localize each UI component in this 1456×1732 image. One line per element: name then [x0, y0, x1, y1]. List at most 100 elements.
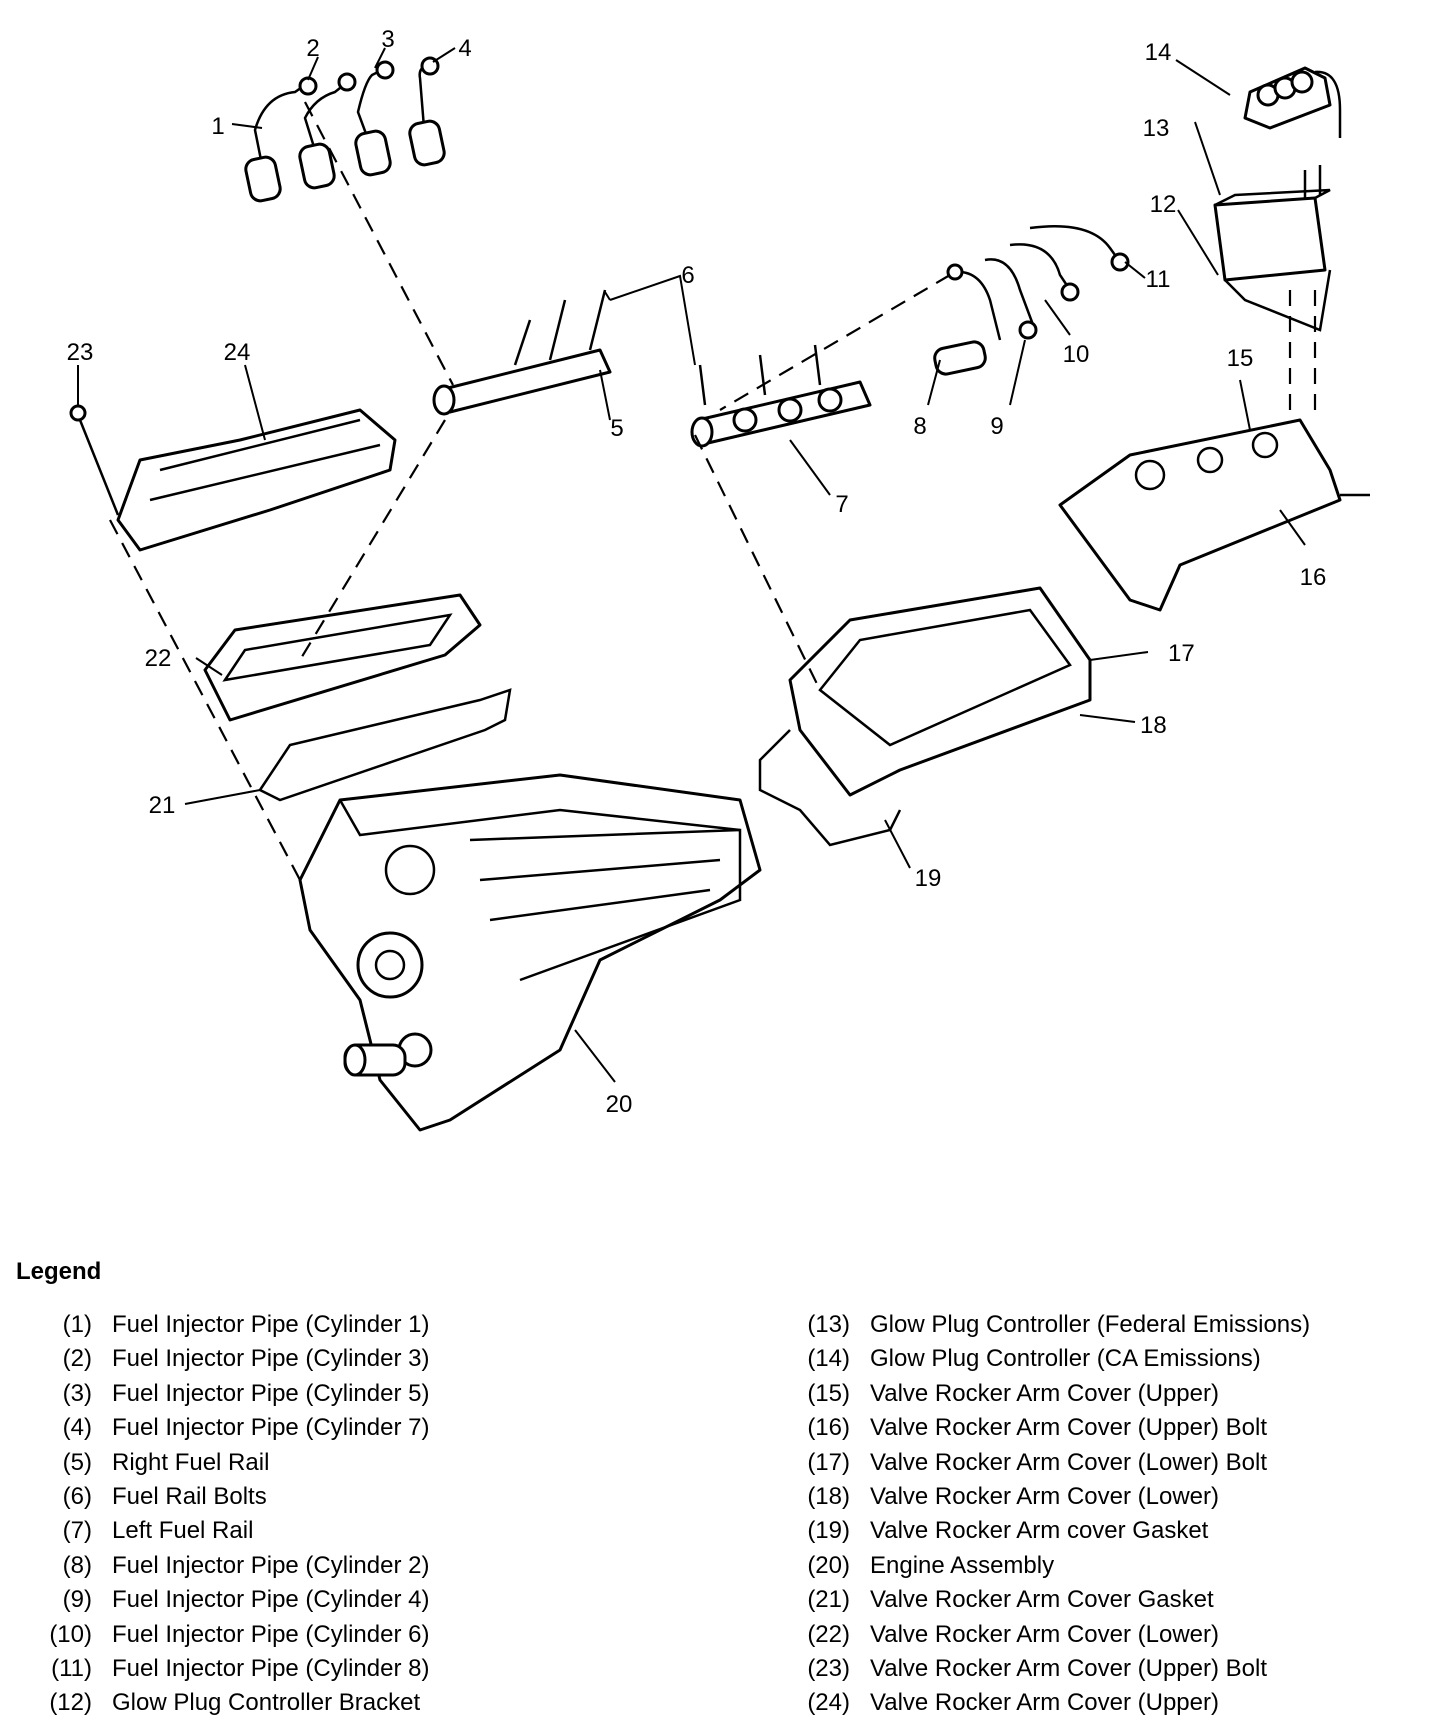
callout-2: 2: [306, 35, 319, 62]
legend-item-number: (18): [807, 1482, 850, 1510]
legend-item-number: (3): [62, 1379, 92, 1407]
legend-item-label: Glow Plug Controller (Federal Emissions): [870, 1311, 1311, 1338]
legend-item-number: (5): [62, 1448, 92, 1476]
injector-pipes-left-bank: [933, 224, 1130, 376]
legend-item-number: (2): [62, 1345, 92, 1373]
legend-item-number: (1): [62, 1311, 92, 1338]
legend-item-label: Valve Rocker Arm cover Gasket: [870, 1517, 1209, 1545]
legend-item-label: Fuel Injector Pipe (Cylinder 2): [112, 1551, 430, 1579]
legend-item-label: Glow Plug Controller (CA Emissions): [870, 1345, 1261, 1373]
left-fuel-rail: [690, 344, 872, 448]
callout-labels: 1 2 3 4 5 6 7 8 9 10 11 12 13 14 15 16 1…: [67, 26, 1327, 1118]
callout-7: 7: [835, 491, 848, 518]
callout-21: 21: [149, 792, 176, 819]
left-rocker-cover-gasket: [258, 688, 512, 802]
legend-item-label: Valve Rocker Arm Cover (Upper) Bolt: [870, 1654, 1268, 1682]
legend-item-number: (4): [62, 1414, 92, 1442]
legend-item-number: (22): [807, 1620, 850, 1648]
left-upper-valve-cover: [69, 404, 397, 552]
legend-item: (12) Glow Plug Controller Bracket: [0, 1686, 429, 1720]
legend-item-number: (6): [62, 1482, 92, 1510]
callout-24: 24: [224, 339, 251, 366]
legend-item-label: Valve Rocker Arm Cover (Upper): [870, 1379, 1219, 1407]
right-lower-valve-cover: [788, 586, 1092, 797]
left-lower-valve-cover: [203, 593, 482, 722]
alignment-lines: [109, 101, 1317, 881]
legend-item: (9) Fuel Injector Pipe (Cylinder 4): [0, 1583, 430, 1617]
legend-item-label: Engine Assembly: [870, 1551, 1055, 1579]
legend-item-number: (11): [51, 1654, 92, 1682]
legend-item: (7) Left Fuel Rail: [0, 1514, 429, 1548]
callout-8: 8: [913, 413, 926, 440]
legend-item-label: Valve Rocker Arm Cover Gasket: [870, 1586, 1214, 1614]
legend-item-label: Valve Rocker Arm Cover (Upper) Bolt: [870, 1414, 1268, 1442]
legend-item-number: (19): [807, 1517, 850, 1545]
legend-item-number: (20): [807, 1551, 850, 1579]
legend-item: (23) Valve Rocker Arm Cover (Upper) Bolt: [780, 1652, 1310, 1686]
legend-item: (24) Valve Rocker Arm Cover (Upper): [780, 1686, 1310, 1720]
callout-4: 4: [458, 35, 471, 62]
leader-lines: [77, 47, 1306, 1083]
legend-title: Legend: [16, 1258, 102, 1285]
legend-item-number: (15): [807, 1379, 850, 1407]
legend-item-number: (16): [807, 1414, 850, 1442]
legend-item-number: (17): [807, 1448, 850, 1476]
legend-item: (13) Glow Plug Controller (Federal Emissi…: [780, 1308, 1310, 1342]
legend-item-number: (8): [62, 1551, 92, 1579]
legend-item-label: Glow Plug Controller Bracket: [112, 1689, 421, 1717]
right-fuel-rail: [432, 289, 612, 416]
callout-10: 10: [1063, 341, 1090, 368]
legend-item-number: (12): [49, 1689, 92, 1717]
legend-item-number: (24): [807, 1689, 850, 1717]
callout-17: 17: [1168, 640, 1195, 667]
injector-pipes-right-bank: [244, 56, 446, 203]
legend-item-label: Fuel Injector Pipe (Cylinder 3): [112, 1345, 430, 1373]
legend-item: (18) Valve Rocker Arm Cover (Lower): [780, 1480, 1310, 1514]
legend-item-label: Fuel Injector Pipe (Cylinder 4): [112, 1586, 430, 1614]
legend-item: (17) Valve Rocker Arm Cover (Lower) Bolt: [780, 1446, 1310, 1480]
legend-item-label: Valve Rocker Arm Cover (Lower) Bolt: [870, 1448, 1268, 1476]
legend-item: (3) Fuel Injector Pipe (Cylinder 5): [0, 1377, 430, 1411]
legend-item-label: Left Fuel Rail: [112, 1517, 254, 1545]
legend-item-label: Valve Rocker Arm Cover (Upper): [870, 1689, 1219, 1717]
callout-3: 3: [381, 26, 394, 53]
legend-item-label: Fuel Rail Bolts: [112, 1482, 267, 1510]
legend-item-label: Right Fuel Rail: [112, 1448, 270, 1476]
legend-column-right: (13) Glow Plug Controller (Federal Emissi…: [780, 1308, 1310, 1721]
legend-item-number: (23): [807, 1654, 850, 1682]
legend-item: (2) Fuel Injector Pipe (Cylinder 3): [0, 1342, 430, 1376]
legend-item-label: Fuel Injector Pipe (Cylinder 5): [112, 1379, 430, 1407]
callout-9: 9: [990, 413, 1003, 440]
glow-plug-controller: [1213, 66, 1342, 332]
legend-item: (10)Fuel Injector Pipe (Cylinder 6): [0, 1618, 429, 1652]
engine-exploded-diagram: 1 2 3 4 5 6 7 8 9 10 11 12 13 14 15 16 1…: [67, 26, 1370, 1132]
legend-item: (22)Valve Rocker Arm Cover (Lower): [780, 1618, 1310, 1652]
legend-item-label: Fuel Injector Pipe (Cylinder 6): [112, 1620, 430, 1648]
legend-item: (5) Right Fuel Rail: [0, 1446, 429, 1480]
callout-18: 18: [1140, 712, 1167, 739]
legend-item-number: (14): [807, 1345, 850, 1373]
engine-block: [298, 773, 762, 1132]
legend-item-number: (9): [62, 1586, 92, 1614]
callout-23: 23: [67, 339, 94, 366]
callout-1: 1: [211, 113, 224, 140]
callout-20: 20: [606, 1091, 633, 1118]
callout-22: 22: [145, 645, 172, 672]
callout-15: 15: [1227, 345, 1254, 372]
callout-13: 13: [1143, 115, 1170, 142]
legend-item: (11)Fuel Injector Pipe (Cylinder 8): [0, 1652, 429, 1686]
legend-column-left: (1) Fuel Injector Pipe (Cylinder 1) (2) Fu…: [0, 1308, 429, 1721]
legend-item: (21)Valve Rocker Arm Cover Gasket: [780, 1583, 1310, 1617]
callout-19: 19: [915, 865, 942, 892]
legend-item: (20) Engine Assembly: [780, 1549, 1310, 1583]
legend-item-label: Fuel Injector Pipe (Cylinder 1): [112, 1311, 430, 1338]
callout-6: 6: [681, 262, 694, 289]
legend-item: (4)Fuel Injector Pipe (Cylinder 7): [0, 1411, 430, 1445]
legend-item: (6) Fuel Rail Bolts: [0, 1480, 429, 1514]
legend-item: (1) Fuel Injector Pipe (Cylinder 1): [0, 1308, 430, 1342]
right-upper-valve-cover: [1058, 418, 1370, 612]
legend-item-number: (13): [807, 1311, 850, 1338]
legend-item-label: Valve Rocker Arm Cover (Lower): [870, 1482, 1219, 1510]
legend-item: (14) Glow Plug Controller (CA Emissions): [780, 1342, 1310, 1376]
legend-item-number: (7): [62, 1517, 92, 1545]
